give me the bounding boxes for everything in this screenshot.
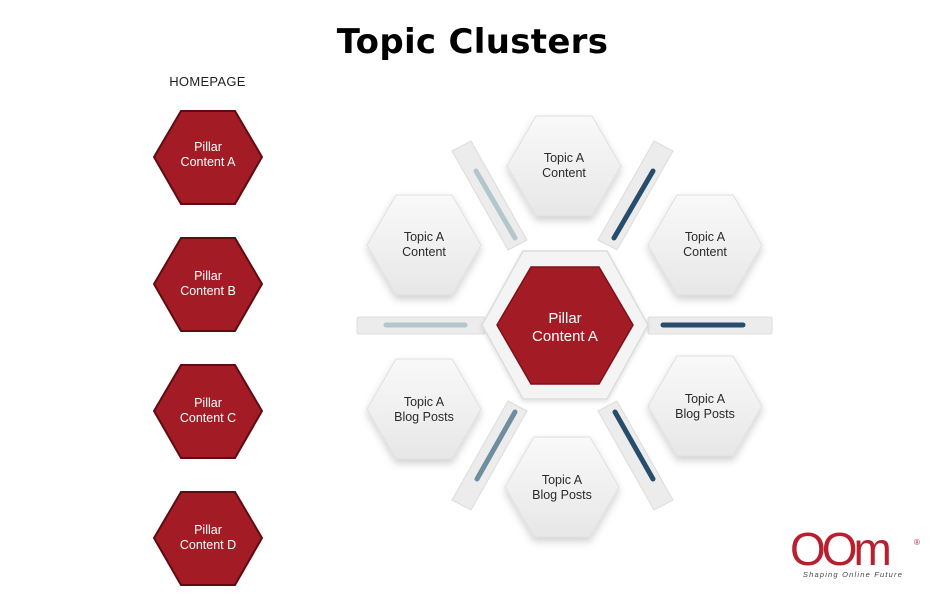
topic-lower-left-line2: Blog Posts — [394, 410, 454, 424]
pillar-c-line2: Content C — [180, 411, 236, 425]
topic-upper-right-line2: Content — [683, 245, 727, 259]
pillar-content-d-node: Pillar Content D — [152, 491, 264, 586]
topic-upper-left-line1: Topic A — [404, 230, 445, 244]
homepage-label: HOMEPAGE — [169, 74, 246, 89]
connector-lines — [383, 168, 746, 482]
topic-lower-right-line1: Topic A — [685, 392, 726, 406]
pillar-content-c-node: Pillar Content C — [152, 364, 264, 459]
center-pillar-node: Pillar Content A — [496, 266, 634, 385]
pillar-d-line2: Content D — [180, 538, 236, 552]
pillar-c-line1: Pillar — [194, 396, 222, 410]
track-bottom-right — [597, 400, 674, 511]
topic-upper-right-line1: Topic A — [685, 230, 726, 244]
topic-lower-left-node: Topic A Blog Posts — [366, 358, 482, 460]
pillar-a-line2: Content A — [181, 155, 237, 169]
topic-top-node: Topic A Content — [506, 115, 622, 217]
connector-bottom-left — [474, 409, 518, 482]
pillar-b-line2: Content B — [180, 284, 236, 298]
topic-lower-right-node: Topic A Blog Posts — [647, 355, 763, 457]
topic-bottom-node: Topic A Blog Posts — [504, 436, 620, 538]
center-line1: Pillar — [548, 310, 581, 327]
topic-top-line1: Topic A — [544, 151, 585, 165]
track-top-right — [597, 140, 674, 251]
logo-tagline: Shaping Online Future — [803, 570, 903, 579]
topic-upper-left-node: Topic A Content — [366, 194, 482, 296]
connector-top-left — [473, 168, 518, 241]
oom-logo: OOm ® Shaping Online Future — [790, 523, 920, 579]
logo-registered: ® — [914, 538, 920, 547]
topic-top-line2: Content — [542, 166, 586, 180]
topic-bottom-line2: Blog Posts — [532, 488, 592, 502]
topic-bottom-line1: Topic A — [542, 473, 583, 487]
pillar-column: Pillar Content A Pillar Content B Pillar… — [152, 110, 264, 586]
logo-mark: OOm — [790, 523, 890, 575]
pillar-d-line1: Pillar — [194, 523, 222, 537]
page-title: Topic Clusters — [336, 22, 609, 62]
topic-lower-left-line1: Topic A — [404, 395, 445, 409]
center-line2: Content A — [532, 328, 598, 345]
pillar-content-a-node: Pillar Content A — [152, 110, 264, 205]
connector-top-right — [611, 168, 656, 241]
topic-upper-left-line2: Content — [402, 245, 446, 259]
pillar-content-b-node: Pillar Content B — [152, 237, 264, 332]
topic-upper-right-node: Topic A Content — [647, 194, 763, 296]
pillar-b-line1: Pillar — [194, 269, 222, 283]
pillar-a-line1: Pillar — [194, 140, 222, 154]
cluster-diagram: Pillar Content A Topic A Content Topic A… — [356, 115, 773, 538]
connector-bottom-right — [612, 409, 656, 482]
topic-lower-right-line2: Blog Posts — [675, 407, 735, 421]
